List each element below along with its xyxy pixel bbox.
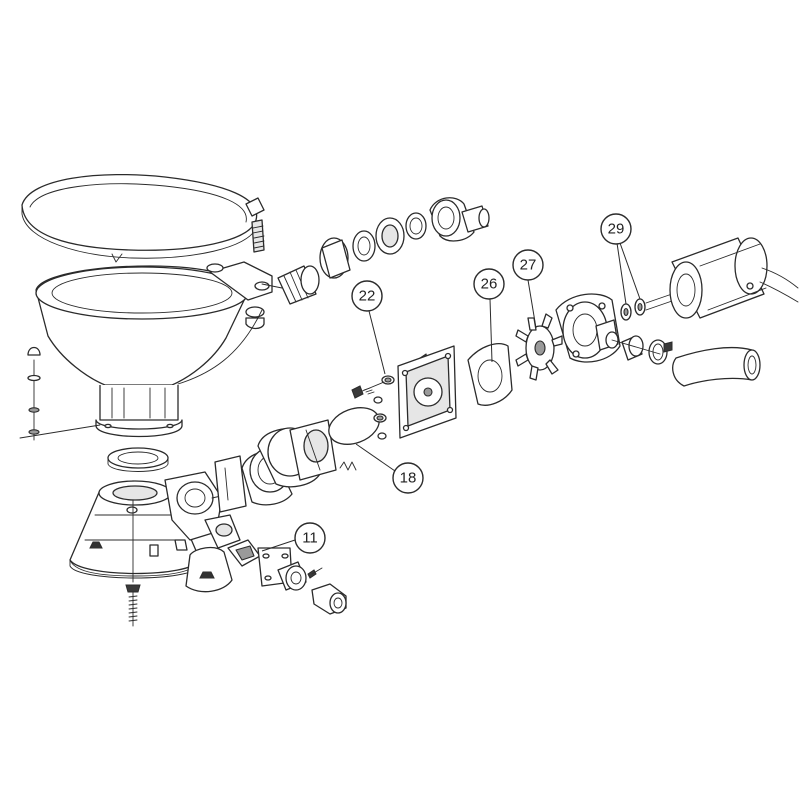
discharge-o-ring <box>405 212 427 240</box>
pump-cover-flap <box>185 546 233 593</box>
discharge-threaded-ring <box>375 217 405 255</box>
callout-26: 26 <box>473 268 505 363</box>
joker-valve <box>227 539 261 567</box>
discharge-hose-barb <box>277 265 320 305</box>
discharge-washer <box>352 230 376 262</box>
hose-adapter <box>311 583 347 615</box>
callout-18: 18 <box>355 443 424 494</box>
discharge-axis-line <box>261 283 283 289</box>
callout-27: 27 <box>512 249 544 329</box>
outlet-screw <box>307 567 323 579</box>
hose-clamp <box>648 339 673 365</box>
base-screw <box>125 584 141 627</box>
bowl-leader-line <box>19 424 101 439</box>
motor-flange-housing <box>555 293 621 363</box>
flange-gasket <box>107 447 169 472</box>
impeller-27 <box>515 313 563 381</box>
pump-body-housing <box>164 471 241 549</box>
toilet-lid <box>21 173 258 263</box>
bowl-bolt-line <box>177 309 263 385</box>
bowl-mounting-nut <box>245 306 265 330</box>
left-bolt-stack <box>27 346 41 441</box>
callout-27-label: 27 <box>520 257 537 274</box>
shaft-seals-29 <box>620 293 673 321</box>
lid-hinge-bolt <box>245 197 265 253</box>
pump-adapter-housing <box>214 419 337 513</box>
callout-18-label: 18 <box>400 470 417 487</box>
intake-axis-line <box>611 339 661 355</box>
pump-base <box>69 480 201 579</box>
discharge-nut <box>319 237 351 279</box>
pump-spring <box>339 461 357 471</box>
callout-29-label: 29 <box>608 221 625 238</box>
callout-22: 22 <box>351 280 386 375</box>
callout-22-label: 22 <box>359 288 376 305</box>
discharge-elbow <box>429 197 490 242</box>
o-ring-18 <box>328 407 380 445</box>
intake-hose <box>672 346 761 387</box>
gasket-26 <box>467 343 513 406</box>
electric-motor <box>669 237 799 319</box>
toilet-bowl <box>35 261 273 438</box>
callout-29: 29 <box>600 213 641 305</box>
intake-fitting <box>621 335 644 361</box>
callout-26-label: 26 <box>481 276 498 293</box>
callout-11: 11 <box>261 522 326 554</box>
outlet-elbow-flange <box>257 547 307 591</box>
callout-11-label: 11 <box>302 530 318 547</box>
pump-cover-plate <box>397 345 457 439</box>
